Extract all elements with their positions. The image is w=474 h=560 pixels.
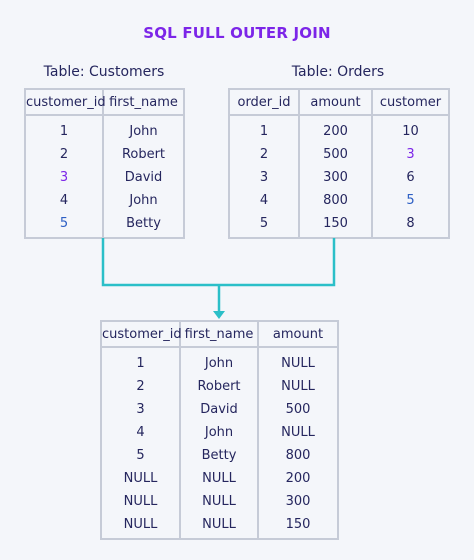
result-cell: John (179, 347, 258, 375)
result-cell: NULL (123, 494, 158, 509)
result-cell: Robert (179, 375, 258, 398)
table-row: 1 John NULL (101, 347, 338, 375)
customers-cell-highlighted: 3 (59, 170, 69, 185)
table-row: 4 John NULL (101, 421, 338, 444)
orders-header-amount: amount (298, 89, 372, 116)
result-cell: 150 (257, 513, 338, 539)
customers-caption: Table: Customers (43, 64, 165, 80)
result-cell: 5 (136, 448, 145, 463)
table-row: 4 800 5 (229, 189, 449, 212)
orders-header-customer: customer (371, 89, 449, 116)
table-row: 2 Robert (25, 143, 184, 166)
table-row: 5 150 8 (229, 212, 449, 238)
orders-cell-highlighted: 3 (371, 143, 449, 166)
orders-caption: Table: Orders (291, 64, 385, 80)
table-row: 3 David (25, 166, 184, 189)
table-row: 3 300 6 (229, 166, 449, 189)
customers-cell-highlighted: 5 (59, 216, 69, 231)
table-row: 4 John (25, 189, 184, 212)
customers-cell: Robert (102, 143, 184, 166)
customers-cell: Betty (102, 212, 184, 238)
orders-cell: 6 (371, 166, 449, 189)
result-cell: NULL (179, 513, 258, 539)
orders-cell: 1 (259, 124, 269, 139)
result-cell: 200 (257, 467, 338, 490)
result-cell: NULL (257, 375, 338, 398)
result-cell: NULL (179, 490, 258, 513)
customers-cell: 4 (59, 193, 69, 208)
result-cell: 800 (257, 444, 338, 467)
orders-cell: 5 (259, 216, 269, 231)
result-header-amount: amount (257, 321, 338, 348)
orders-cell: 200 (298, 115, 372, 143)
customers-cell: David (102, 166, 184, 189)
table-row: 3 David 500 (101, 398, 338, 421)
table-row: NULL NULL 200 (101, 467, 338, 490)
result-header-first-name: first_name (179, 321, 258, 348)
orders-cell: 150 (298, 212, 372, 238)
table-row: NULL NULL 300 (101, 490, 338, 513)
result-cell: 300 (257, 490, 338, 513)
orders-cell: 2 (259, 147, 269, 162)
result-cell: 4 (136, 425, 145, 440)
result-header-customer-id: customer_id (101, 321, 182, 348)
result-cell: 500 (257, 398, 338, 421)
orders-cell: 10 (371, 115, 449, 143)
orders-cell: 8 (371, 212, 449, 238)
orders-cell: 500 (298, 143, 372, 166)
result-cell: NULL (123, 471, 158, 486)
diagram-title: SQL FULL OUTER JOIN (143, 24, 331, 42)
result-cell: NULL (257, 421, 338, 444)
result-cell: 3 (136, 402, 145, 417)
customers-cell: John (102, 189, 184, 212)
customers-table: customer_id first_name 1 John 2 Robert 3… (24, 88, 185, 239)
orders-table: order_id amount customer 1 200 10 2 500 … (228, 88, 450, 239)
orders-cell: 4 (259, 193, 269, 208)
arrow-down-icon (213, 311, 225, 319)
orders-cell-highlighted: 5 (371, 189, 449, 212)
table-row: 5 Betty (25, 212, 184, 238)
table-row: 2 500 3 (229, 143, 449, 166)
table-row: 1 200 10 (229, 115, 449, 143)
result-cell: John (179, 421, 258, 444)
connector-line (101, 238, 336, 287)
orders-cell: 800 (298, 189, 372, 212)
customers-cell: 2 (59, 147, 69, 162)
customers-header-first-name: first_name (102, 89, 184, 116)
result-cell: NULL (123, 517, 158, 532)
customers-header-customer-id: customer_id (25, 89, 106, 116)
result-cell: NULL (257, 347, 338, 375)
result-cell: 1 (136, 356, 145, 371)
customers-cell: 1 (59, 124, 69, 139)
result-cell: David (179, 398, 258, 421)
table-row: 5 Betty 800 (101, 444, 338, 467)
customers-cell: John (102, 115, 184, 143)
result-table: customer_id first_name amount 1 John NUL… (100, 320, 339, 540)
result-cell: NULL (179, 467, 258, 490)
table-row: 2 Robert NULL (101, 375, 338, 398)
orders-cell: 300 (298, 166, 372, 189)
orders-header-order-id: order_id (229, 89, 299, 116)
orders-cell: 3 (259, 170, 269, 185)
table-row: NULL NULL 150 (101, 513, 338, 539)
result-cell: Betty (179, 444, 258, 467)
table-row: 1 John (25, 115, 184, 143)
result-cell: 2 (136, 379, 145, 394)
